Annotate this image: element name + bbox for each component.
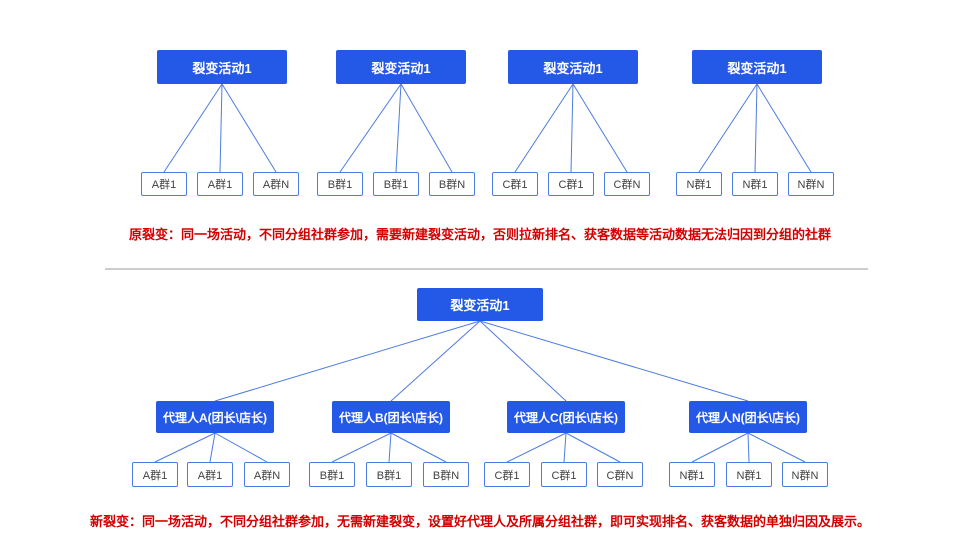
group-node: N群1 (726, 462, 772, 487)
group-node: C群1 (484, 462, 530, 487)
group-node: C群1 (541, 462, 587, 487)
group-node: N群N (782, 462, 828, 487)
fission-activity-node: 裂变活动1 (508, 50, 638, 84)
group-node: A群1 (141, 172, 187, 196)
group-node: A群1 (132, 462, 178, 487)
group-node: B群1 (366, 462, 412, 487)
fission-activity-node: 裂变活动1 (417, 288, 543, 321)
group-node: C群1 (548, 172, 594, 196)
group-node: A群N (253, 172, 299, 196)
fission-activity-node: 裂变活动1 (336, 50, 466, 84)
fission-activity-node: 裂变活动1 (692, 50, 822, 84)
group-node: A群N (244, 462, 290, 487)
group-node: N群1 (676, 172, 722, 196)
group-node: B群N (429, 172, 475, 196)
group-node: C群1 (492, 172, 538, 196)
section-divider (105, 268, 868, 270)
group-node: C群N (597, 462, 643, 487)
agent-node: 代理人N(团长\店长) (689, 401, 807, 433)
group-node: B群N (423, 462, 469, 487)
group-node: N群1 (732, 172, 778, 196)
agent-node: 代理人A(团长\店长) (156, 401, 274, 433)
new-fission-caption: 新裂变：同一场活动，不同分组社群参加，无需新建裂变，设置好代理人及所属分组社群，… (89, 514, 870, 529)
group-node: N群N (788, 172, 834, 196)
group-node: A群1 (187, 462, 233, 487)
agent-node: 代理人C(团长\店长) (507, 401, 625, 433)
group-node: A群1 (197, 172, 243, 196)
agent-node: 代理人B(团长\店长) (332, 401, 450, 433)
group-node: B群1 (317, 172, 363, 196)
group-node: N群1 (669, 462, 715, 487)
fission-activity-node: 裂变活动1 (157, 50, 287, 84)
group-node: C群N (604, 172, 650, 196)
group-node: B群1 (309, 462, 355, 487)
group-node: B群1 (373, 172, 419, 196)
old-fission-caption: 原裂变：同一场活动，不同分组社群参加，需要新建裂变活动，否则拉新排名、获客数据等… (128, 227, 831, 242)
